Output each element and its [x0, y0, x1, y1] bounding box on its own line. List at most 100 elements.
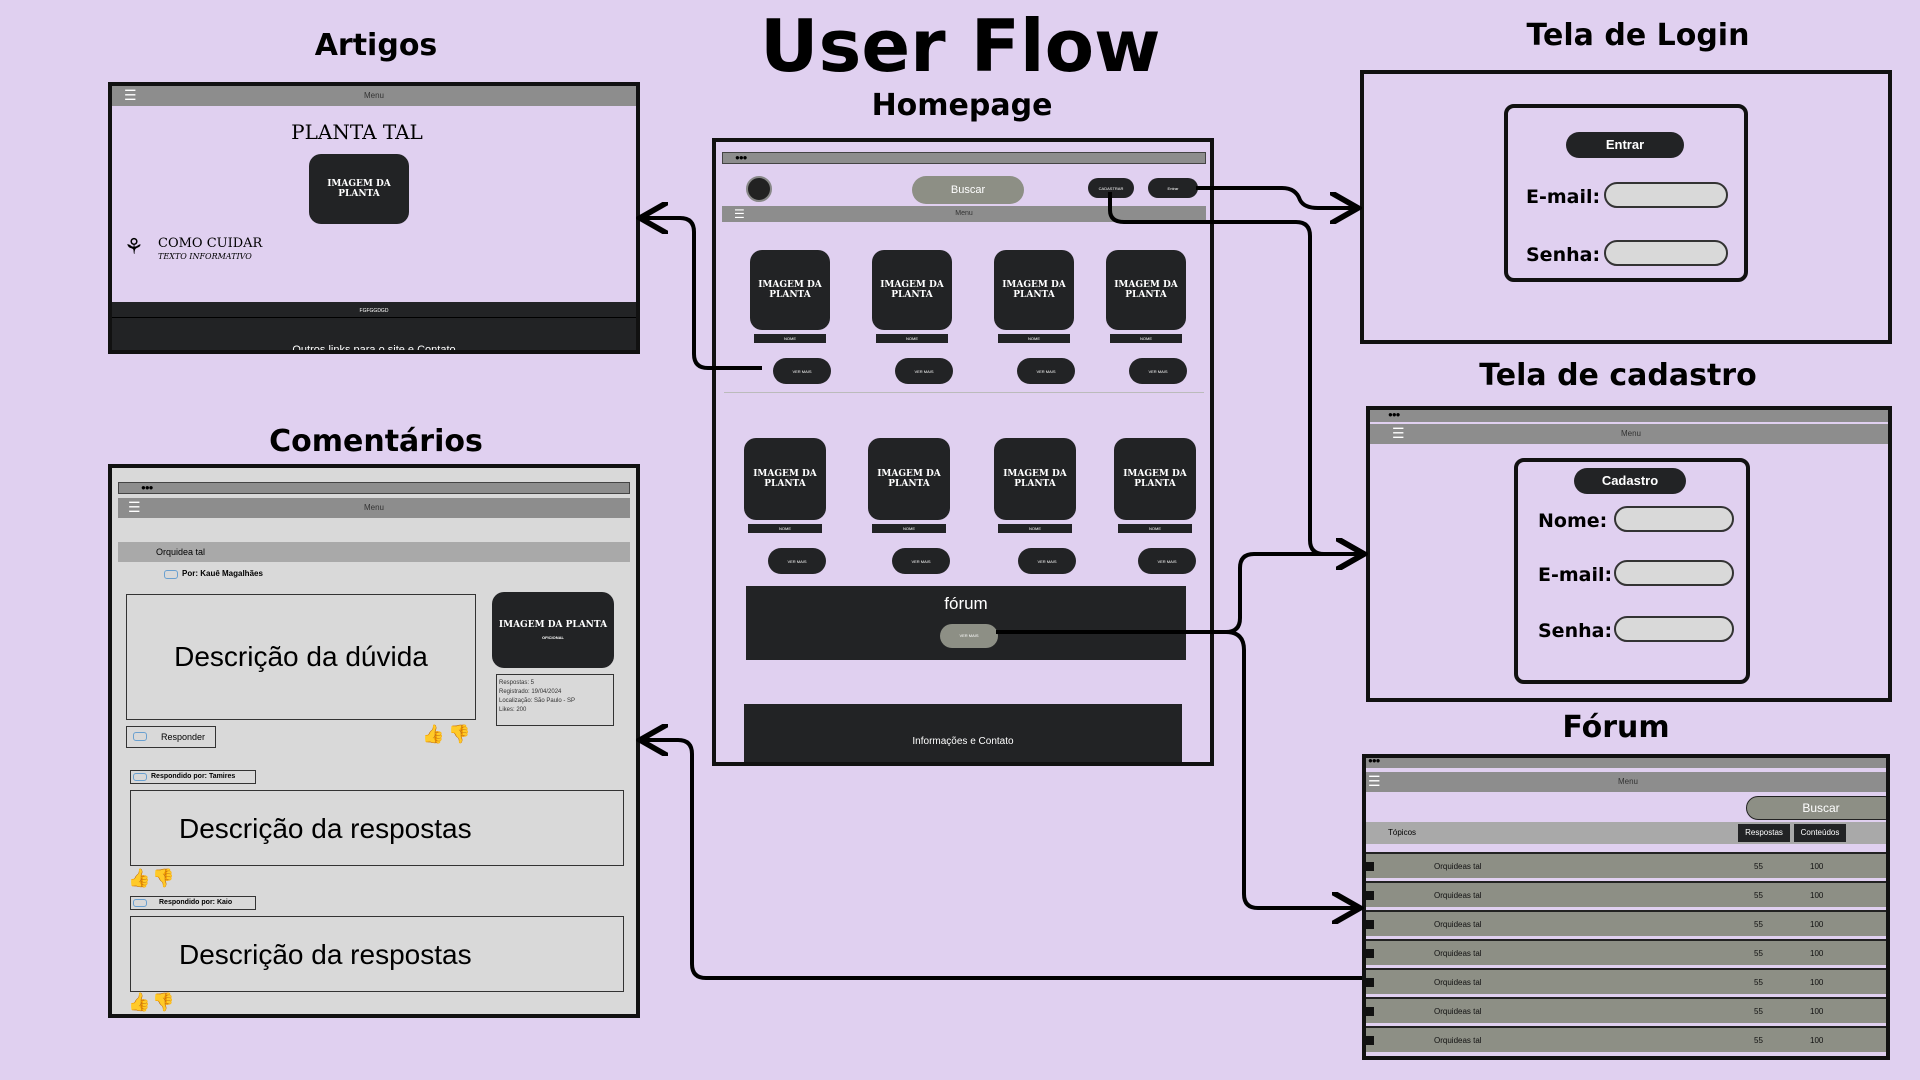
forum-row-contents: 100 [1810, 1007, 1824, 1016]
homepage-footer-info[interactable]: Informações e Contato [912, 736, 1014, 747]
login-entrar-button[interactable]: Entrar [1566, 132, 1684, 158]
comentarios-plant-image: IMAGEM DA PLANTA OFICIONAL [492, 592, 614, 668]
plant-card-image-label: IMAGEM DA [753, 468, 817, 479]
forum-frame: ●●● ☰ Menu Buscar Tópicos Respostas Cont… [1362, 754, 1890, 1060]
cadastro-title: Tela de cadastro [1479, 358, 1757, 393]
forum-menu-bar[interactable]: ☰ Menu [1366, 772, 1886, 792]
plant-card-image-label: IMAGEM DA [1114, 279, 1178, 290]
login-email-field[interactable] [1604, 182, 1728, 208]
window-dots-icon: ●●● [141, 483, 153, 492]
forum-row-name: Orquideas tal [1434, 1036, 1482, 1045]
like-icon[interactable]: 👍 [128, 868, 151, 888]
artigos-menu-bar[interactable]: ☰ Menu [112, 86, 636, 106]
forum-row-name: Orquideas tal [1434, 978, 1482, 987]
comentarios-browser-bar: ●●● [118, 482, 630, 494]
homepage-browser-bar: ●●● [722, 152, 1206, 164]
reply-button[interactable]: Responder [126, 726, 216, 748]
hamburger-icon[interactable]: ☰ [1392, 425, 1405, 441]
plant-card-image-label-2: PLANTA [1134, 479, 1176, 489]
comentarios-menu-bar[interactable]: ☰ Menu [118, 498, 630, 518]
reply2-box: Descrição da respostas [130, 916, 624, 992]
forum-ver-mais-button[interactable]: VER MAIS [940, 624, 998, 648]
login-frame: Entrar E-mail: Senha: [1360, 70, 1892, 344]
forum-row-contents: 100 [1810, 920, 1824, 929]
forum-conteudos-header[interactable]: Conteúdos [1794, 824, 1846, 842]
reply-icon [133, 732, 147, 741]
forum-row-replies: 55 [1754, 891, 1763, 900]
ver-mais-button[interactable]: VER MAIS [895, 358, 953, 384]
login-senha-field[interactable] [1604, 240, 1728, 266]
hamburger-icon[interactable]: ☰ [128, 499, 141, 515]
plant-card-name: NOME [1118, 524, 1192, 533]
arrow-home-to-artigos [644, 218, 762, 370]
cadastro-nome-field[interactable] [1614, 506, 1734, 532]
ver-mais-button[interactable]: VER MAIS [1138, 548, 1196, 574]
ver-mais-button[interactable]: VER MAIS [1129, 358, 1187, 384]
artigos-footer: FGFGGDGD Outros links para o site e Cont… [112, 302, 636, 354]
cadastro-menu-label: Menu [1620, 429, 1641, 438]
cadastro-email-field[interactable] [1614, 560, 1734, 586]
cadastrar-button[interactable]: CADASTRAR [1088, 178, 1134, 198]
homepage-search-button[interactable]: Buscar [912, 176, 1024, 204]
ver-mais-button[interactable]: VER MAIS [773, 358, 831, 384]
ver-mais-button[interactable]: VER MAIS [1017, 358, 1075, 384]
reply1-text: Descrição da respostas [179, 813, 472, 844]
plant-card-name: NOME [876, 334, 948, 343]
artigos-footer-links[interactable]: Outros links para o site e Contato [292, 344, 456, 354]
cadastro-senha-field[interactable] [1614, 616, 1734, 642]
plant-card-image-label-2: PLANTA [1014, 479, 1056, 489]
cadastro-button[interactable]: Cadastro [1574, 468, 1686, 494]
entrar-button[interactable]: Entrar [1148, 178, 1198, 198]
hamburger-icon[interactable]: ☰ [124, 87, 137, 103]
forum-search-button[interactable]: Buscar [1746, 796, 1886, 820]
plant-card-image-label: IMAGEM DA [1002, 279, 1066, 290]
hamburger-icon[interactable]: ☰ [734, 207, 745, 221]
dislike-icon[interactable]: 👎 [152, 992, 175, 1012]
ver-mais-button[interactable]: VER MAIS [1018, 548, 1076, 574]
artigos-care-subtitle: TEXTO INFORMATIVO [158, 252, 252, 261]
row-marker-icon [1366, 949, 1374, 958]
question-box: Descrição da dúvida [126, 594, 476, 720]
ver-mais-button[interactable]: VER MAIS [768, 548, 826, 574]
forum-row-name: Orquideas tal [1434, 891, 1482, 900]
artigos-plant-image: IMAGEM DA PLANTA [309, 154, 409, 224]
homepage-menu-bar[interactable]: ☰ Menu [722, 206, 1206, 222]
dislike-icon[interactable]: 👎 [152, 868, 175, 888]
forum-row-replies: 55 [1754, 862, 1763, 871]
ver-mais-button[interactable]: VER MAIS [892, 548, 950, 574]
like-icon[interactable]: 👍 [422, 724, 445, 744]
like-icon[interactable]: 👍 [128, 992, 151, 1012]
homepage-footer: Informações e Contato [744, 704, 1182, 762]
comentarios-frame: ●●● ☰ Menu Orquidea tal Por: Kauê Magalh… [108, 464, 640, 1018]
forum-row-contents: 100 [1810, 949, 1824, 958]
forum-respostas-header[interactable]: Respostas [1738, 824, 1790, 842]
comentarios-topic: Orquidea tal [156, 547, 206, 557]
logo-icon[interactable] [746, 176, 772, 202]
dislike-icon[interactable]: 👎 [448, 724, 471, 744]
forum-row-replies: 55 [1754, 1007, 1763, 1016]
window-dots-icon: ●●● [1388, 410, 1400, 419]
hamburger-icon[interactable]: ☰ [1368, 773, 1381, 789]
plant-card-name: NOME [998, 524, 1072, 533]
arrow-forum-to-forum-screen [1225, 630, 1356, 908]
forum-row-replies: 55 [1754, 949, 1763, 958]
main-title: User Flow [760, 4, 1161, 88]
arrow-entrar-to-login [1196, 186, 1354, 208]
cadastro-menu-bar[interactable]: ☰ Menu [1370, 424, 1888, 444]
